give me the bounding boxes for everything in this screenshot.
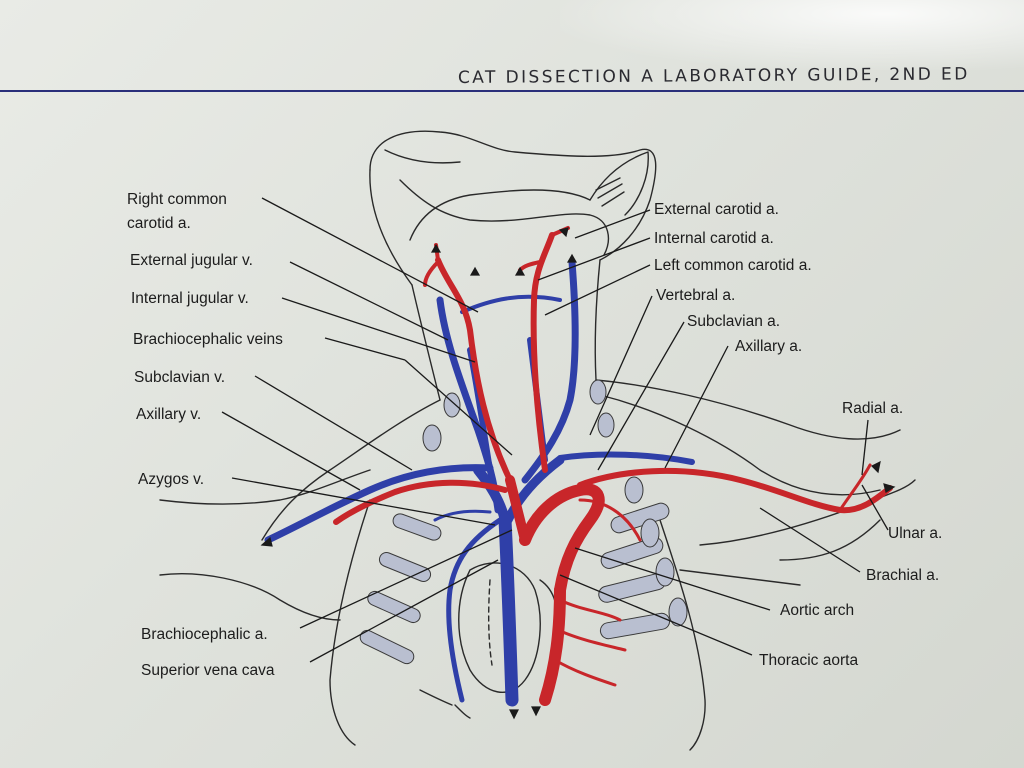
- label-brachial-a: Brachial a.: [866, 567, 939, 584]
- label-ulnar-a: Ulnar a.: [888, 525, 942, 542]
- label-external-jugular-v: External jugular v.: [130, 252, 253, 269]
- label-left-common-carotid-a: Left common carotid a.: [654, 257, 812, 274]
- label-external-carotid-a: External carotid a.: [654, 201, 779, 218]
- leader-lines: [221, 197, 889, 663]
- label-right-common-carotid-1: Right common: [127, 191, 227, 208]
- label-right-common-carotid-2: carotid a.: [127, 215, 191, 232]
- label-axillary-a: Axillary a.: [735, 338, 802, 355]
- arteries: [333, 226, 893, 706]
- label-subclavian-v: Subclavian v.: [134, 369, 225, 386]
- label-aortic-arch: Aortic arch: [780, 602, 854, 619]
- labels-right: External carotid a. Internal carotid a. …: [654, 201, 942, 669]
- label-internal-jugular-v: Internal jugular v.: [131, 290, 249, 307]
- label-thoracic-aorta: Thoracic aorta: [759, 652, 858, 669]
- labels-left: Right common carotid a. External jugular…: [127, 191, 283, 679]
- label-subclavian-a: Subclavian a.: [687, 313, 780, 330]
- light-glare: [560, 0, 1024, 70]
- body-outline: [159, 130, 916, 751]
- label-internal-carotid-a: Internal carotid a.: [654, 230, 774, 247]
- veins: [264, 258, 695, 707]
- label-radial-a: Radial a.: [842, 400, 903, 417]
- label-brachiocephalic-a: Brachiocephalic a.: [141, 626, 268, 643]
- label-brachiocephalic-veins: Brachiocephalic veins: [133, 331, 283, 348]
- label-azygos-v: Azygos v.: [138, 471, 204, 488]
- label-superior-vena-cava: Superior vena cava: [141, 662, 275, 679]
- flow-arrows: [260, 227, 896, 720]
- label-vertebral-a: Vertebral a.: [656, 287, 735, 304]
- label-axillary-v: Axillary v.: [136, 406, 201, 423]
- header-rule: [0, 90, 1024, 92]
